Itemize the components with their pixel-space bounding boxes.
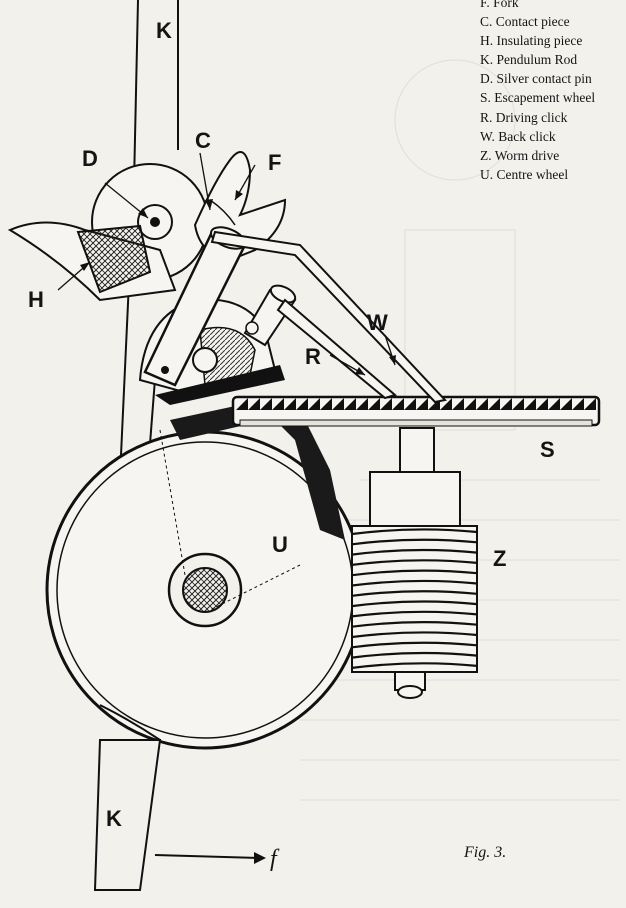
label-d: D	[82, 146, 98, 171]
worm-thread	[351, 631, 478, 639]
worm-thread	[351, 590, 478, 597]
legend-item-u: U. Centre wheel	[480, 166, 569, 182]
worm-thread	[351, 538, 478, 546]
figure-caption: Fig. 3.	[464, 844, 507, 861]
worm-thread	[351, 600, 478, 608]
label-f: F	[268, 150, 282, 175]
label-s: S	[540, 437, 555, 462]
worm-thread	[351, 621, 478, 628]
legend-item-f: F. Fork	[480, 0, 519, 10]
worm-thread	[351, 610, 478, 618]
worm-thread	[351, 528, 478, 536]
force-arrow	[154, 852, 266, 864]
legend-item-w: W. Back click	[480, 128, 556, 144]
insulating-piece	[7, 221, 177, 302]
legend-item-s: S. Escapement wheel	[480, 90, 596, 106]
escapement-wheel	[231, 395, 601, 427]
label-k-top: K	[156, 18, 172, 43]
pendulum-rod-bottom	[93, 704, 162, 891]
legend: F. Fork C. Contact piece H. Insulating pie…	[480, 0, 620, 184]
worm-thread	[351, 559, 478, 566]
centre-wheel	[45, 429, 365, 750]
driving-click	[276, 298, 398, 400]
legend-item-h: H. Insulating piece	[480, 33, 583, 49]
label-u: U	[272, 532, 288, 557]
worm-shaft	[369, 427, 461, 699]
label-k-bottom: K	[106, 806, 122, 831]
label-r: R	[305, 344, 321, 369]
label-z: Z	[493, 546, 507, 571]
support-bracket	[170, 405, 345, 540]
legend-item-d: D. Silver contact pin	[480, 71, 592, 87]
label-h: H	[28, 287, 44, 312]
legend-item-c: C. Contact piece	[480, 14, 570, 30]
legend-item-r: R. Driving click	[480, 109, 568, 125]
worm-thread	[351, 641, 478, 649]
worm-thread	[351, 569, 478, 577]
worm-thread	[351, 579, 478, 587]
back-click	[210, 230, 447, 404]
label-w: W	[367, 310, 388, 335]
legend-item-k: K. Pendulum Rod	[480, 52, 578, 68]
label-c: C	[195, 128, 211, 153]
leader-arrowheads	[80, 190, 396, 375]
worm-thread	[351, 662, 478, 669]
force-label: f	[270, 846, 277, 872]
legend-item-z: Z. Worm drive	[480, 147, 560, 163]
worm-thread	[351, 651, 478, 659]
worm-thread	[351, 548, 478, 556]
worm-drive	[351, 525, 478, 673]
